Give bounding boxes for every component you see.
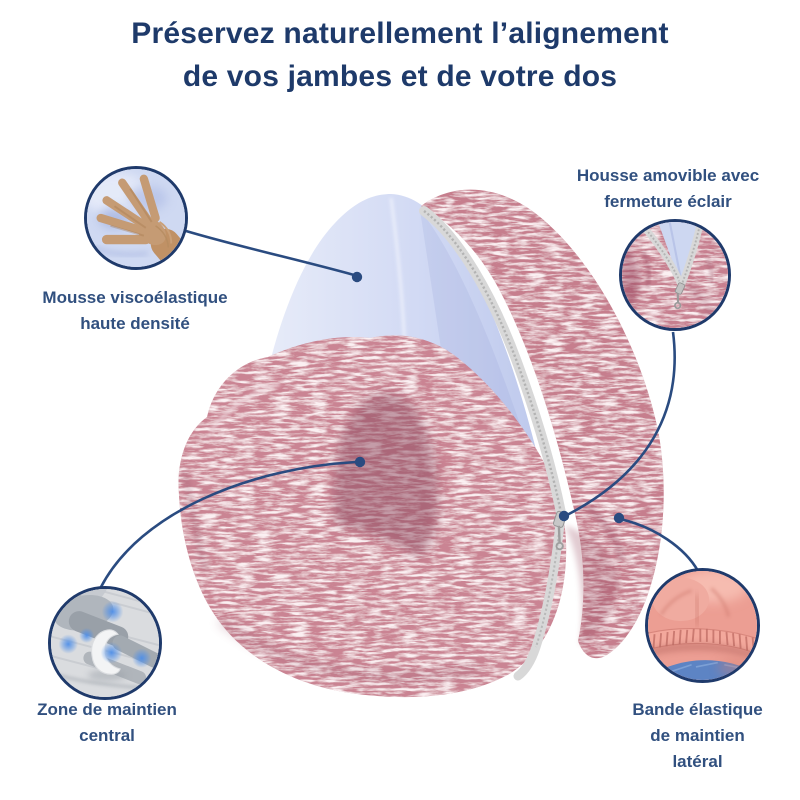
zipper-close-up-icon xyxy=(622,222,728,328)
page-title: Préservez naturellement l’alignement de … xyxy=(0,12,800,98)
callout-image-central xyxy=(48,586,162,700)
pillow-in-use-icon xyxy=(51,589,159,697)
connector-line-cover xyxy=(566,331,676,517)
title-line-2: de vos jambes et de votre dos xyxy=(182,60,618,93)
connector-line-foam xyxy=(185,229,355,277)
connector-dot-lateral xyxy=(613,512,625,524)
connectors xyxy=(99,229,700,588)
pillow-notch-shadow xyxy=(334,392,439,558)
callout-label-lateral: Bande élastique de maintien latéral xyxy=(632,700,763,771)
pillow-zipper xyxy=(419,206,567,681)
callout-label-cover: Housse amovible avec fermeture éclair xyxy=(576,166,760,211)
pillow-front xyxy=(178,335,567,698)
pillow-cover-flap xyxy=(421,189,664,659)
elastic-strap-icon xyxy=(648,571,757,680)
title-line-1: Préservez naturellement l’alignement xyxy=(131,17,669,50)
connector-line-central xyxy=(99,460,357,588)
connector-line-lateral xyxy=(619,517,700,572)
callout-image-lateral xyxy=(645,568,760,683)
hand-pressing-foam-icon xyxy=(87,169,185,267)
zipper-slider-icon xyxy=(552,510,567,551)
callout-label-foam: Mousse viscoélastique haute densité xyxy=(42,288,228,333)
connector-dot-foam xyxy=(351,271,363,283)
callout-image-cover xyxy=(619,219,731,331)
connector-dot-cover xyxy=(558,510,570,522)
connector-dots xyxy=(351,271,625,524)
connector-dot-central xyxy=(354,456,366,468)
callout-label-central: Zone de maintien central xyxy=(37,700,177,745)
callout-image-foam xyxy=(84,166,188,270)
